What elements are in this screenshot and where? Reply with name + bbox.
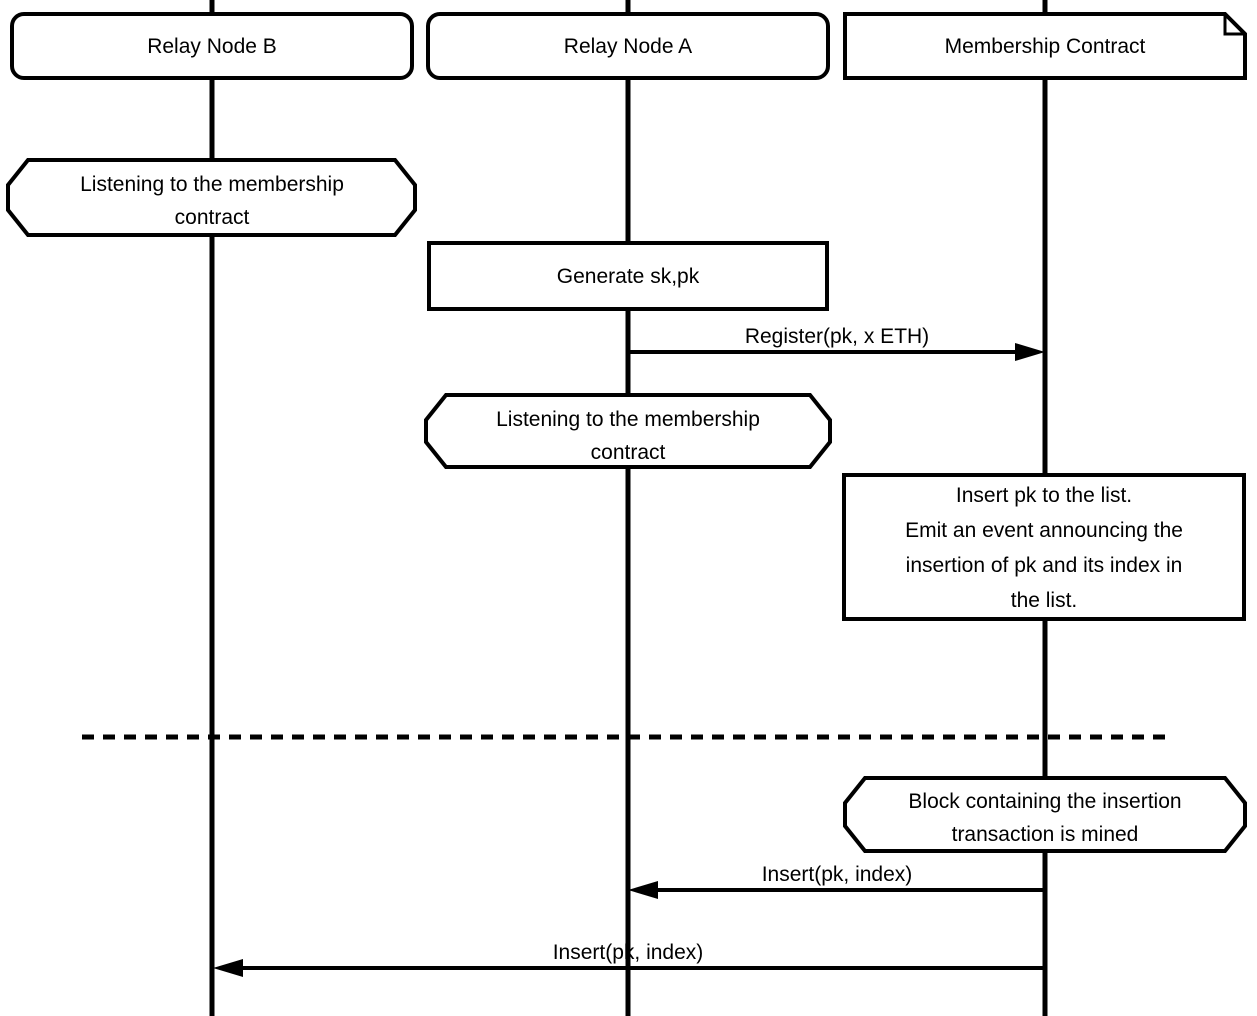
participant-note-box	[843, 12, 1247, 80]
participant-label: Membership Contract	[945, 35, 1146, 58]
message-register: Register(pk, x ETH)	[628, 325, 1045, 361]
action-text-line: contract	[591, 441, 666, 464]
action-text-line: Listening to the membership	[496, 408, 760, 431]
message-label: Insert(pk, index)	[762, 863, 913, 886]
action-listening-relay-node-b: Listening to the membership contract	[6, 158, 417, 237]
action-generate-keys: Generate sk,pk	[427, 241, 829, 311]
message-insert-to-b: Insert(pk, index)	[213, 941, 1045, 977]
message-label: Register(pk, x ETH)	[745, 325, 929, 348]
participant-relay-node-b: Relay Node B	[10, 12, 414, 80]
action-text-line: Emit an event announcing the	[905, 519, 1183, 542]
participant-label: Relay Node B	[147, 35, 277, 58]
hexagon-box	[843, 776, 1247, 853]
action-listening-relay-node-a: Listening to the membership contract	[424, 393, 832, 469]
action-text-line: insertion of pk and its index in	[906, 554, 1183, 577]
action-text-line: transaction is mined	[952, 823, 1139, 846]
action-insert-pk: Insert pk to the list. Emit an event ann…	[842, 473, 1246, 621]
action-text-line: Insert pk to the list.	[956, 484, 1132, 507]
participant-box	[10, 12, 414, 80]
hexagon-box	[424, 393, 832, 469]
note-fold-corner-icon	[1223, 14, 1245, 36]
arrowhead-right-icon	[1015, 343, 1045, 361]
message-insert-to-a: Insert(pk, index)	[628, 863, 1045, 899]
participant-relay-node-a: Relay Node A	[426, 12, 830, 80]
action-box	[842, 473, 1246, 621]
action-box	[427, 241, 829, 311]
arrowhead-left-icon	[213, 959, 243, 977]
message-label: Insert(pk, index)	[553, 941, 704, 964]
participant-box	[426, 12, 830, 80]
action-text-line: Block containing the insertion	[908, 790, 1181, 813]
action-text-line: contract	[175, 206, 250, 229]
action-text-line: the list.	[1011, 589, 1078, 612]
participant-membership-contract: Membership Contract	[843, 12, 1247, 80]
arrowhead-left-icon	[628, 881, 658, 899]
participant-label: Relay Node A	[564, 35, 692, 58]
action-block-mined: Block containing the insertion transacti…	[843, 776, 1247, 853]
action-text-line: Generate sk,pk	[557, 265, 700, 288]
hexagon-box	[6, 158, 417, 237]
action-text-line: Listening to the membership	[80, 173, 344, 196]
